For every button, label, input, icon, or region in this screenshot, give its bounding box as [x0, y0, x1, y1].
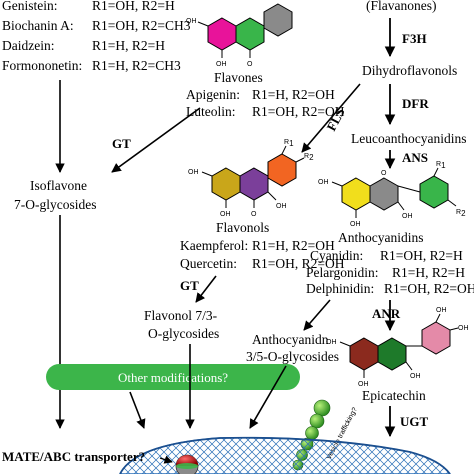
- flavonol-ring-c: [239, 167, 269, 201]
- cyanidin-r: R1=OH, R2=H: [380, 248, 463, 263]
- antho-gly-1: Anthocyanidn: [252, 332, 329, 347]
- flavonol-o: O: [251, 211, 257, 218]
- vesicle-sphere: [305, 426, 319, 440]
- arrow-antho-gly-down: [249, 365, 287, 429]
- dihydroflavonols-label: Dihydroflavonols: [362, 63, 457, 78]
- biochanin-r: R1=OH, R2=CH3: [92, 18, 191, 33]
- epicatechin-oh-5: OH: [358, 381, 369, 388]
- flavonol-molecule: OH OH O OH R1 R2: [188, 139, 314, 218]
- kaempferol-r: R1=H, R2=OH: [252, 238, 335, 253]
- flavone-ring-a: [207, 17, 237, 51]
- transporter-protein: [175, 454, 199, 474]
- flavones-title: Flavones: [214, 70, 263, 85]
- epicatechin-ring-a: [349, 337, 379, 371]
- vesicle-sphere: [313, 399, 331, 417]
- daidzein-name: Daidzein:: [2, 38, 54, 53]
- flavone-ring-c: [235, 17, 265, 51]
- vacuole-membrane: [119, 436, 451, 474]
- flavone-oh-7: OH: [186, 18, 197, 25]
- pelargonidin-name: Pelargonidin:: [306, 265, 379, 280]
- vesicle-sphere: [309, 413, 325, 429]
- f3h-label: F3H: [402, 31, 427, 46]
- membrane-mesh: [119, 437, 451, 474]
- formononetin-name: Formononetin:: [2, 58, 82, 73]
- epicatechin-oh-7: OH: [326, 339, 337, 346]
- cyanidin-name: Cyanidin:: [310, 248, 363, 263]
- arrow-fls: [301, 83, 361, 153]
- genistein-name: Genistein:: [2, 0, 58, 13]
- isoflavone-list: Genistein: R1=OH, R2=H Biochanin A: R1=O…: [2, 0, 191, 73]
- luteolin-name: Luteolin:: [186, 104, 236, 119]
- anthocyanidin-r1: R1: [436, 161, 446, 170]
- anthocyanidin-molecule: O OH OH OH R1 R2: [318, 161, 466, 228]
- anthocyanidin-ring-c: [369, 177, 399, 211]
- kaempferol-name: Kaempferol:: [180, 238, 248, 253]
- apigenin-name: Apigenin:: [186, 87, 240, 102]
- flavonol-oh-3: OH: [276, 203, 287, 210]
- epicatechin-ring-b: [421, 321, 451, 355]
- arrow-pill-down: [129, 391, 146, 429]
- other-modifications-label: Other modifications?: [118, 370, 228, 385]
- epicatechin-molecule: OH OH OH OH OH: [326, 307, 469, 388]
- anthocyanidin-ring-b: [419, 175, 449, 209]
- genistein-r: R1=OH, R2=H: [92, 0, 175, 13]
- anthocyanidin-ring-a: [341, 177, 371, 211]
- flavonol-oh-7: OH: [188, 169, 199, 176]
- luteolin-r: R1=OH, R2=OH: [252, 104, 345, 119]
- isoflavone-label-2: 7-O-glycosides: [14, 197, 96, 212]
- flavonols-title: Flavonols: [216, 220, 269, 235]
- arrow-gt-mid: [195, 275, 217, 303]
- anthocyanidin-r2: R2: [456, 209, 466, 218]
- flavanones-label: (Flavanones): [366, 0, 436, 13]
- leucoanthocyanidins-label: Leucoanthocyanidins: [351, 131, 466, 146]
- flavone-molecule: OH O OH: [186, 3, 293, 68]
- isoflavone-label-1: Isoflavone: [30, 178, 87, 193]
- ans-label: ANS: [402, 150, 428, 165]
- anthocyanidins-title: Anthocyanidins: [338, 230, 424, 245]
- dfr-label: DFR: [402, 96, 429, 111]
- epicatechin-ring-c: [377, 337, 407, 371]
- apigenin-r: R1=H, R2=OH: [252, 87, 335, 102]
- delphinidin-name: Delphinidin:: [306, 281, 374, 296]
- other-modifications-pill: [46, 364, 300, 390]
- arrow-mate-abc: [159, 455, 173, 464]
- epicatechin-title: Epicatechin: [362, 388, 426, 403]
- flavonol-gly-1: Flavonol 7/3-: [144, 308, 218, 323]
- flavonol-oh-5: OH: [220, 211, 231, 218]
- anthocyanidin-oh-3: OH: [402, 213, 413, 220]
- epicatechin-oh-3p: OH: [436, 307, 447, 314]
- flavonol-r2: R2: [304, 153, 314, 162]
- anr-label: ANR: [372, 306, 401, 321]
- ugt-label: UGT: [400, 414, 429, 429]
- anthocyanidin-o: O: [381, 170, 387, 177]
- flavone-ring-b: [263, 3, 293, 37]
- flavonol-gly-2: O-glycosides: [148, 326, 219, 341]
- anthocyanidin-oh-7: OH: [318, 179, 329, 186]
- flavonol-r1: R1: [284, 139, 294, 148]
- gt-left-label: GT: [112, 136, 131, 151]
- anthocyanidin-oh-5: OH: [350, 221, 361, 228]
- mate-abc-label: MATE/ABC transporter?: [2, 449, 145, 464]
- epicatechin-oh-4p: OH: [458, 325, 469, 332]
- flavonol-ring-a: [211, 167, 241, 201]
- gt-mid-label: GT: [180, 278, 199, 293]
- formononetin-r: R1=H, R2=CH3: [92, 58, 181, 73]
- pelargonidin-r: R1=H, R2=H: [392, 265, 465, 280]
- arrow-gt-left: [111, 107, 201, 173]
- antho-gly-2: 3/5-O-glycosides: [246, 349, 339, 364]
- flavone-oh-5: OH: [216, 61, 227, 68]
- arrow-to-antho-gly: [303, 299, 331, 331]
- quercetin-r: R1=OH, R2=OH: [252, 256, 345, 271]
- biochanin-name: Biochanin A:: [2, 18, 74, 33]
- flavonol-ring-b: [267, 153, 297, 187]
- epicatechin-oh-3: OH: [410, 373, 421, 380]
- daidzein-r: R1=H, R2=H: [92, 38, 165, 53]
- delphinidin-r: R1=OH, R2=OH: [384, 281, 474, 296]
- flavone-o: O: [247, 61, 253, 68]
- quercetin-name: Quercetin:: [180, 256, 237, 271]
